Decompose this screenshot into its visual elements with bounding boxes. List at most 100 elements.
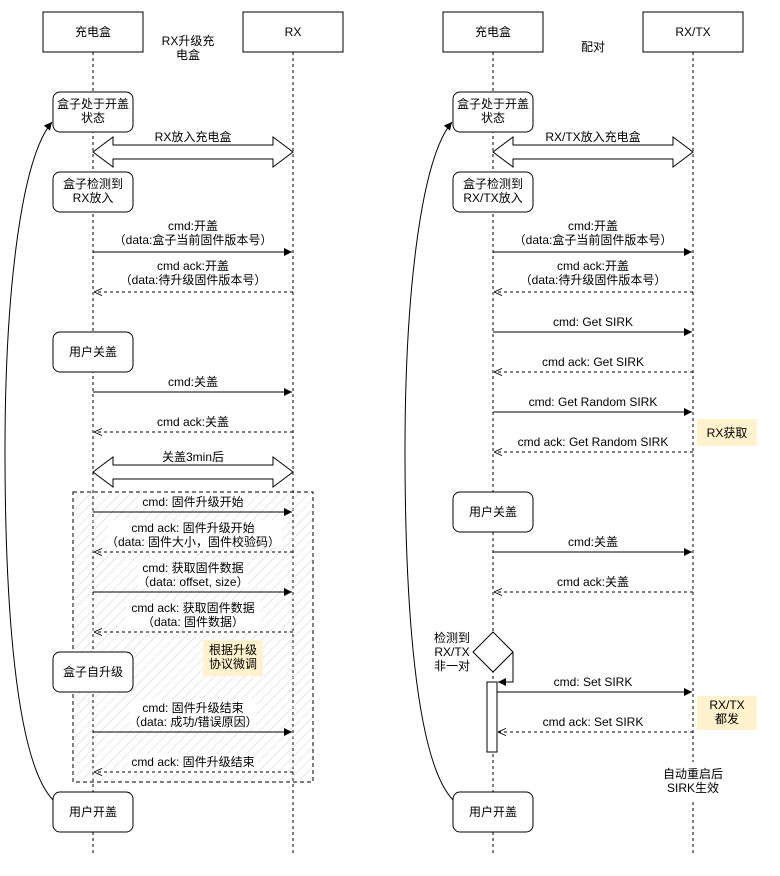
state-box-open-right[interactable]: [452, 91, 534, 133]
label-line: RX/TX放入: [463, 190, 522, 205]
msg-get-data-label: cmd: 获取固件数据（data: offset, size）: [137, 560, 248, 589]
label-line: cmd ack: 获取固件数据: [131, 600, 254, 615]
label-line: 盒子处于开盖: [57, 96, 129, 111]
label-line: 协议微调: [209, 656, 257, 671]
label-line: 用户开盖: [69, 804, 117, 819]
actor-box-charging-box[interactable]: [42, 11, 144, 53]
decision-arrow: [498, 652, 514, 686]
rx-insert-label: RX放入充电盒: [155, 129, 232, 144]
actor-label-charging-box: 充电盒: [75, 24, 111, 39]
label-line: （data: 成功/错误原因）: [128, 715, 257, 729]
msg-open-lid-label: cmd:开盖（data:盒子当前固件版本号）: [114, 219, 273, 247]
note-rx-get-label: RX获取: [707, 426, 748, 440]
label-line: （data:盒子当前固件版本号）: [114, 232, 273, 247]
label-line: 自动重启后: [663, 767, 723, 781]
label-line: RX放入: [73, 190, 114, 205]
note-rx-get: [697, 419, 757, 446]
note-adjust-label: 根据升级协议微调: [209, 643, 257, 671]
activation-bar: [486, 681, 498, 753]
state-box-detect[interactable]: [52, 171, 134, 213]
label-bg: [126, 600, 260, 628]
actor-box-rx[interactable]: [242, 11, 344, 53]
label-line: 用户关盖: [69, 344, 117, 359]
msg-close-lid-right-label: cmd:关盖: [568, 535, 618, 549]
label-line: RX/TX: [434, 645, 469, 659]
state-box-detect-right[interactable]: [452, 171, 534, 213]
label-line: 盒子处于开盖: [457, 96, 529, 111]
label-line: RX升级充: [162, 33, 215, 48]
loop-back-arrow: [4, 121, 54, 801]
label-line: cmd: 固件升级结束: [142, 701, 243, 715]
state-box-user-close-right[interactable]: [452, 491, 534, 533]
rxtx-insert-label: RX/TX放入充电盒: [545, 129, 640, 144]
label-line: 非一对: [434, 659, 470, 673]
label-line: cmd:开盖: [168, 219, 218, 233]
label-bg: [138, 560, 248, 588]
label-line: 根据升级: [209, 643, 257, 657]
msg-close-lid-ack-label: cmd ack:关盖: [157, 415, 229, 429]
diagram-title-left: RX升级充电盒: [162, 33, 215, 62]
decision-diamond[interactable]: [472, 631, 514, 673]
msg-open-lid-right-label: cmd:开盖（data:盒子当前固件版本号）: [514, 219, 673, 247]
state-box-user-open-right[interactable]: [452, 791, 534, 833]
loop-back-arrow-right: [404, 121, 454, 801]
label-line: 电盒: [176, 47, 200, 62]
actor-label-rxtx: RX/TX: [675, 25, 710, 39]
user-open-label-right: 用户开盖: [469, 804, 517, 819]
label-line: （data:盒子当前固件版本号）: [514, 232, 673, 247]
restart-box: [653, 762, 733, 802]
label-bg: [128, 754, 258, 768]
note-adjust: [203, 640, 263, 676]
label-line: cmd: 获取固件数据: [142, 560, 243, 575]
label-line: 都发: [715, 711, 739, 726]
state-box-open[interactable]: [52, 91, 134, 133]
label-line: cmd:开盖: [568, 219, 618, 233]
insert-double-arrow: [92, 136, 294, 168]
diagram-title-right: 配对: [581, 40, 605, 54]
user-open-label: 用户开盖: [69, 804, 117, 819]
msg-close-lid-ack-right-label: cmd ack:关盖: [557, 575, 629, 589]
msg-open-lid-ack-right-label: cmd ack:开盖（data:待升级固件版本号）: [520, 259, 667, 287]
label-line: （data: 固件大小，固件校验码）: [106, 534, 280, 549]
msg-upgrade-end-label: cmd: 固件升级结束（data: 成功/错误原因）: [128, 701, 257, 729]
label-line: （data:待升级固件版本号）: [120, 273, 267, 287]
actor-label-charging-box-right: 充电盒: [475, 24, 511, 39]
user-close-label-right: 用户关盖: [469, 504, 517, 519]
state-box-user-open[interactable]: [52, 791, 134, 833]
label-line: （data: 固件数据）: [142, 614, 244, 629]
close-3min-double-arrow: [92, 456, 294, 488]
label-line: 状态: [81, 111, 105, 125]
label-line: cmd ack:开盖: [157, 259, 229, 273]
actor-box-rxtx[interactable]: [642, 11, 744, 53]
msg-close-lid-label: cmd:关盖: [168, 375, 218, 389]
msg-upgrade-end-ack-label: cmd ack: 固件升级结束: [131, 755, 254, 769]
msg-open-lid-ack-label: cmd ack:开盖（data:待升级固件版本号）: [120, 259, 267, 287]
label-line: SIRK生效: [667, 780, 719, 795]
label-line: 检测到: [434, 630, 470, 645]
label-line: （data:待升级固件版本号）: [520, 273, 667, 287]
user-close-label: 用户关盖: [69, 344, 117, 359]
label-bg: [138, 494, 248, 508]
state-open-label-right: 盒子处于开盖状态: [457, 96, 529, 125]
actor-label-rx: RX: [285, 25, 302, 39]
label-line: （data: offset, size）: [137, 575, 248, 589]
actor-box-charging-box-right[interactable]: [442, 11, 544, 53]
msg-get-random-sirk-label: cmd: Get Random SIRK: [529, 395, 658, 409]
state-box-self-upgrade[interactable]: [52, 651, 134, 693]
state-box-user-close[interactable]: [52, 331, 134, 373]
msg-get-sirk-label: cmd: Get SIRK: [553, 315, 633, 329]
label-line: 盒子检测到: [63, 176, 123, 191]
label-bg: [108, 520, 282, 548]
label-line: 盒子检测到: [463, 176, 523, 191]
msg-set-sirk-ack-label: cmd ack: Set SIRK: [543, 715, 644, 729]
close-3min-label: 关盖3min后: [162, 450, 224, 464]
msg-upgrade-start-ack-label: cmd ack: 固件升级开始（data: 固件大小，固件校验码）: [106, 521, 280, 549]
msg-get-random-sirk-ack-label: cmd ack: Get Random SIRK: [518, 435, 669, 449]
label-line: 盒子自升级: [63, 664, 123, 679]
